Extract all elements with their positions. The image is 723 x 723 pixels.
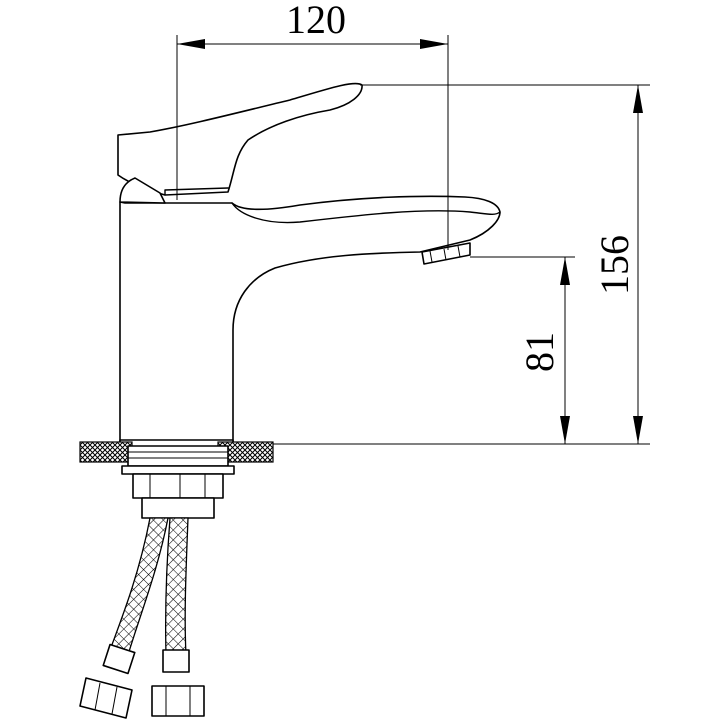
dimension-label-width: 120	[286, 0, 346, 42]
faucet-body	[117, 82, 501, 446]
arrow-width-left	[177, 39, 205, 49]
hose-nut-left	[79, 677, 133, 719]
aerator-detail	[429, 245, 461, 263]
flexible-hoses	[79, 517, 205, 719]
threaded-shank	[141, 497, 215, 519]
hose-nut-left-facet	[94, 682, 101, 711]
dimension-total-height: 156	[273, 84, 650, 445]
arrow-total-height-top	[633, 85, 643, 113]
arrow-spout-height-top	[560, 257, 570, 285]
mounting-base	[79, 439, 274, 519]
dimension-width: 120	[176, 0, 449, 250]
mounting-washer	[121, 465, 235, 475]
dimension-spout-height: 81	[470, 256, 575, 444]
hose-nut-right	[151, 685, 205, 717]
hose-right	[164, 517, 189, 656]
gasket	[127, 445, 229, 467]
hose-crimp-right	[162, 649, 190, 673]
arrow-spout-height-bottom	[560, 416, 570, 444]
lever-handle	[117, 82, 363, 196]
knurled-ring-left	[79, 441, 133, 463]
spout-edge	[231, 202, 501, 224]
mounting-nut	[132, 473, 224, 499]
arrow-width-right	[420, 39, 448, 49]
faucet-column-and-spout	[119, 195, 501, 446]
hose-crimp-left	[102, 643, 136, 675]
lever-handle-edge	[164, 187, 229, 196]
cartridge-cap	[119, 177, 166, 204]
hose-nut-left-facet-2	[111, 686, 118, 715]
hose-left	[109, 517, 169, 656]
arrow-total-height-bottom	[633, 416, 643, 444]
dimension-label-spout-height: 81	[517, 332, 562, 372]
dimension-label-total-height: 156	[592, 235, 637, 295]
